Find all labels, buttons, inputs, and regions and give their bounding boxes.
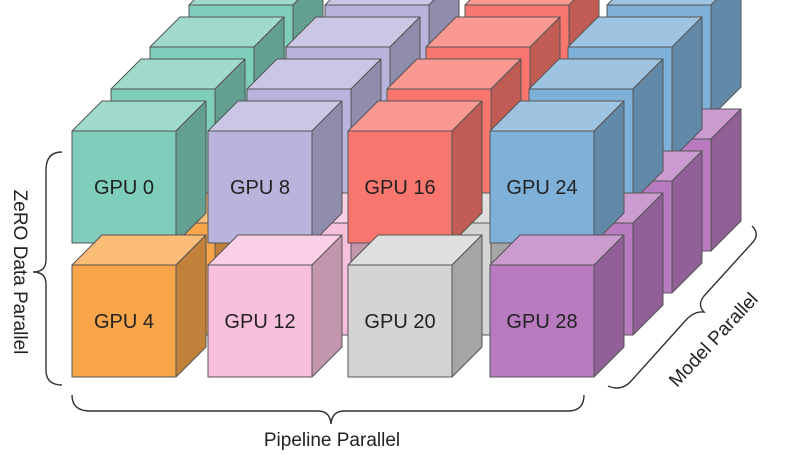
gpu-label: GPU 20 <box>364 311 435 333</box>
gpu-cube: GPU 4 <box>71 234 207 378</box>
pipeline-parallel-brace <box>71 394 585 425</box>
cube-front-face <box>207 264 313 378</box>
gpu-cube-grid: GPU 24 GPU 16 GPU 8 GPU 0 GPU 28 GPU 20 GPU 12… <box>71 0 742 378</box>
model-parallel-label: Model Parallel <box>665 289 762 391</box>
gpu-cube: GPU 0 <box>71 100 207 244</box>
gpu-cube: GPU 24 <box>489 100 625 244</box>
gpu-cube: GPU 16 <box>347 100 483 244</box>
gpu-label: GPU 4 <box>94 311 154 333</box>
cube-front-face <box>71 264 177 378</box>
cube-front-face <box>347 264 453 378</box>
gpu-label: GPU 8 <box>230 177 290 199</box>
gpu-label: GPU 0 <box>94 177 154 199</box>
gpu-cube: GPU 28 <box>489 234 625 378</box>
gpu-label: GPU 12 <box>224 311 295 333</box>
model-parallel-brace <box>607 225 757 389</box>
cube-front-face <box>489 264 595 378</box>
gpu-label: GPU 28 <box>506 311 577 333</box>
pipeline-parallel-label: Pipeline Parallel <box>264 430 400 451</box>
data-parallel-label: ZeRO Data Parallel <box>9 190 30 355</box>
gpu-cube: GPU 12 <box>207 234 343 378</box>
gpu-label: GPU 24 <box>506 177 577 199</box>
cube-side-face <box>710 0 742 118</box>
gpu-label: GPU 16 <box>364 177 435 199</box>
gpu-cube: GPU 8 <box>207 100 343 244</box>
data-parallel-brace <box>32 151 63 386</box>
gpu-cube: GPU 20 <box>347 234 483 378</box>
